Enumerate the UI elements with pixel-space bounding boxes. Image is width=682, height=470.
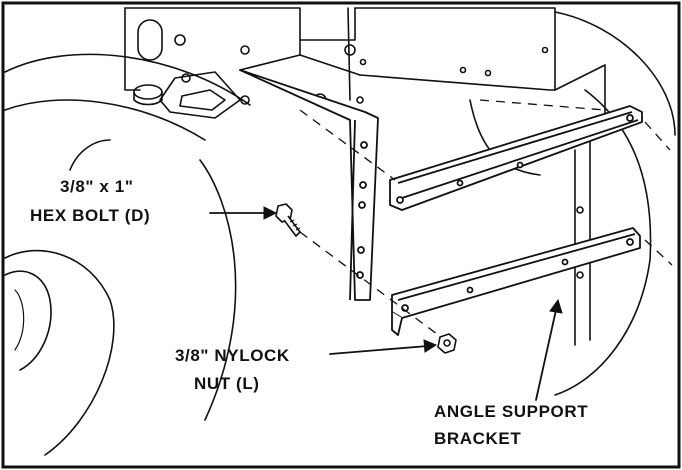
angle-support-label: ANGLE SUPPORT [434, 402, 589, 421]
bracket-arrowhead [549, 298, 563, 314]
angle-support-bracket [391, 227, 641, 336]
tire-outline [4, 53, 251, 106]
background-machine [4, 7, 676, 456]
nylock-nut-name-label: NUT (L) [194, 374, 260, 393]
bracket-leader [535, 309, 557, 401]
bracket-label: BRACKET [434, 429, 522, 448]
upper-angle-bracket [389, 105, 643, 211]
nylock-nut-size-label: 3/8" NYLOCK [175, 346, 290, 365]
arrow-heads [263, 206, 563, 353]
nut-arrowhead [423, 339, 438, 353]
hex-bolt [275, 203, 301, 237]
hex-bolt-name-label: HEX BOLT (D) [30, 206, 151, 225]
slot-hole [137, 19, 163, 61]
nut-leader [329, 345, 429, 355]
bolt-arrowhead [263, 206, 278, 220]
leader-arrows [209, 212, 557, 401]
alignment-lines [299, 99, 673, 341]
nylock-nut [437, 333, 457, 354]
hex-bolt-size-label: 3/8" x 1" [60, 177, 134, 196]
